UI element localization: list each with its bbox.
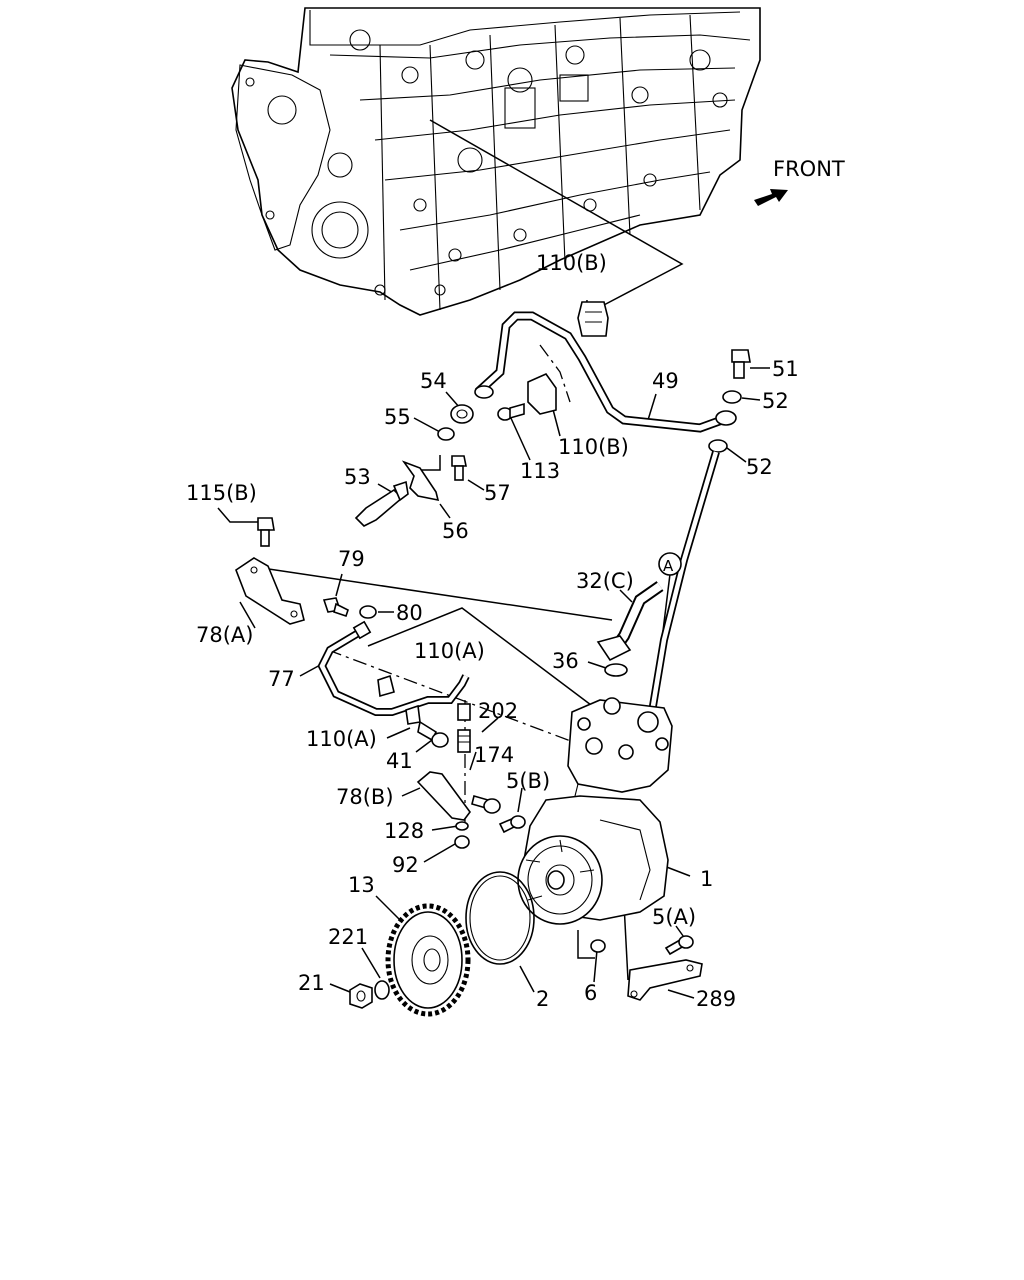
callout-110b-mid: 110(B): [558, 435, 629, 459]
callout-56: 56: [442, 519, 469, 543]
front-arrow-icon: [754, 189, 788, 206]
callout-57: 57: [484, 481, 511, 505]
callout-6: 6: [584, 981, 597, 1005]
sensor-53: [354, 480, 409, 527]
pipe-77: [317, 620, 470, 716]
bolt-115b: [257, 517, 275, 547]
callout-36: 36: [552, 649, 579, 673]
pipe-49: [474, 311, 724, 433]
bolt-113: [497, 402, 525, 421]
callout-110a-bot: 110(A): [306, 727, 377, 751]
callout-51: 51: [772, 357, 799, 381]
bolt-51: [731, 349, 751, 379]
gasket-36: [604, 663, 628, 677]
callout-a: A: [663, 557, 674, 575]
clip-110b-top: [577, 301, 609, 337]
gear-13: [385, 903, 471, 1017]
callout-77: 77: [268, 667, 295, 691]
o-ring-2: [465, 871, 535, 965]
callout-52b: 52: [746, 455, 773, 479]
bracket-289: [627, 959, 703, 1001]
eye-fitting-49: [715, 410, 737, 426]
union-174: [457, 729, 471, 753]
callout-1: 1: [700, 867, 713, 891]
bolt-174b: [471, 795, 501, 814]
callout-174: 174: [474, 743, 514, 767]
nut-54: [450, 404, 474, 424]
bolt-79: [322, 597, 349, 618]
washer-52b: [708, 439, 728, 453]
bracket-78b: [416, 771, 471, 821]
pipe-a: [648, 450, 720, 713]
callout-110b-top: 110(B): [536, 251, 607, 275]
callout-78a: 78(A): [196, 623, 253, 647]
callout-128: 128: [384, 819, 424, 843]
washer-221: [374, 980, 390, 1000]
callout-289: 289: [696, 987, 736, 1011]
callout-54: 54: [420, 369, 447, 393]
ring-55: [437, 427, 455, 441]
callout-52a: 52: [762, 389, 789, 413]
nut-6: [590, 939, 606, 953]
callout-13: 13: [348, 873, 375, 897]
callout-53: 53: [344, 465, 371, 489]
engine-block: [231, 7, 761, 316]
callout-92: 92: [392, 853, 419, 877]
bolt-5a: [664, 935, 694, 956]
bracket-78a: [235, 557, 305, 625]
callout-49: 49: [652, 369, 679, 393]
nut-92: [454, 835, 470, 849]
callout-113: 113: [520, 459, 560, 483]
callout-78b: 78(B): [336, 785, 394, 809]
callout-labels: 110(B) 51 52 52 49 54 55 110(B) 113 53 5…: [186, 251, 799, 1011]
pipe-32c: [596, 581, 664, 662]
callout-5b: 5(B): [506, 769, 550, 793]
front-indicator: FRONT: [754, 157, 845, 206]
nut-21: [349, 983, 373, 1009]
washer-52a: [722, 390, 742, 404]
callout-21: 21: [298, 971, 325, 995]
washer-128: [455, 821, 469, 831]
bracket-56: [401, 460, 440, 502]
reference-circle-a: [658, 552, 682, 576]
callout-79: 79: [338, 547, 365, 571]
clip-110a-top: [377, 674, 395, 698]
bolt-57: [451, 455, 467, 481]
callout-115b: 115(B): [186, 481, 257, 505]
callout-55: 55: [384, 405, 411, 429]
callout-41: 41: [386, 749, 413, 773]
clip-110a-bot: [405, 704, 421, 725]
callout-5a: 5(A): [652, 905, 696, 929]
nut-80: [359, 605, 377, 619]
callout-2: 2: [536, 987, 549, 1011]
callout-202: 202: [478, 699, 518, 723]
clip-110b-mid: [527, 373, 557, 415]
air-compressor-1: [517, 697, 673, 925]
callout-32c: 32(C): [576, 569, 634, 593]
callout-221: 221: [328, 925, 368, 949]
callout-110a-top: 110(A): [414, 639, 485, 663]
fitting-202: [457, 703, 471, 721]
bolt-41: [417, 720, 449, 748]
callout-80: 80: [396, 601, 423, 625]
front-label: FRONT: [773, 157, 845, 181]
bolt-5b: [498, 815, 526, 834]
